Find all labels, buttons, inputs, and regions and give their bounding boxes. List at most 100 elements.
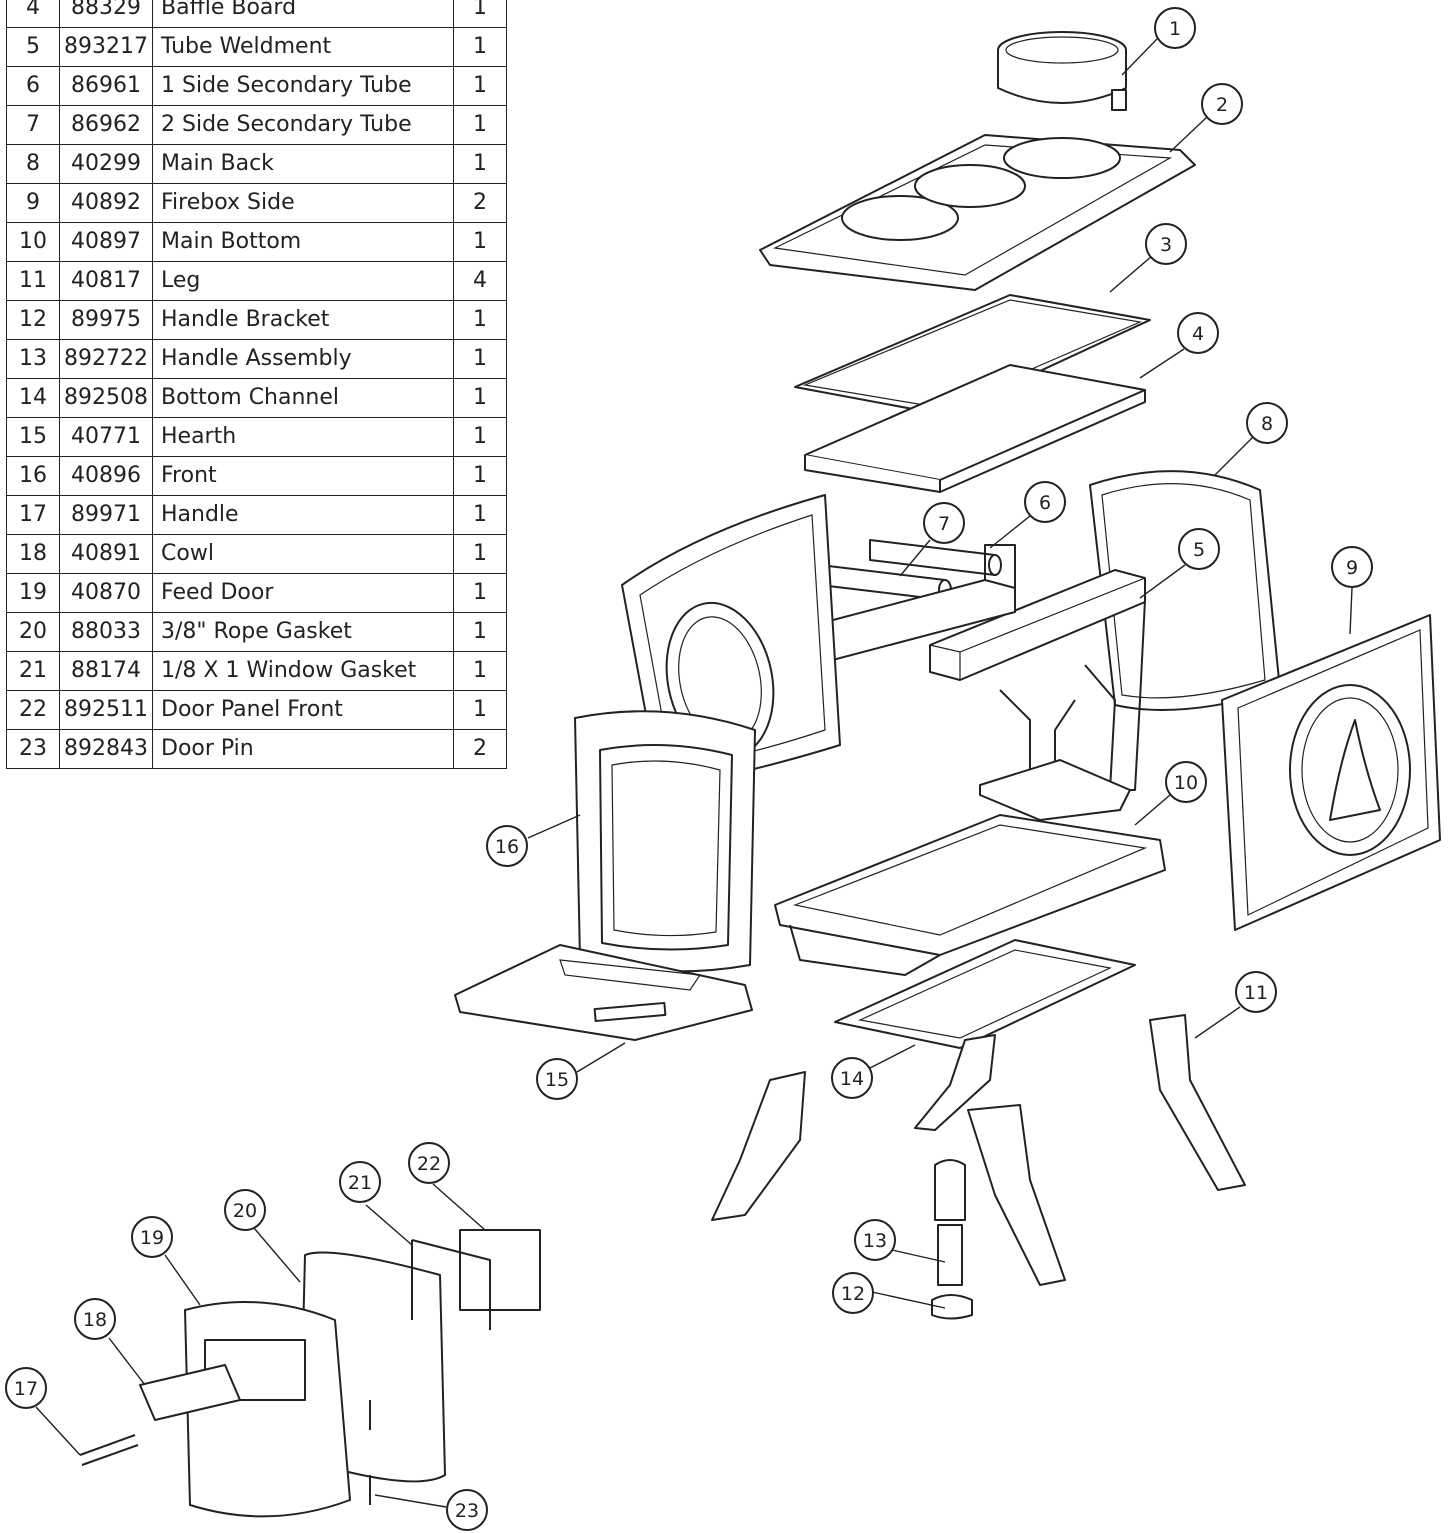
svg-text:12: 12 (841, 1283, 865, 1305)
item-number-cell: 8 (6, 144, 60, 184)
part-number-cell: 892511 (59, 690, 153, 730)
part-main-bottom (774, 814, 1166, 976)
quantity-cell: 1 (453, 573, 507, 613)
svg-text:1: 1 (1169, 18, 1181, 40)
callout-8: 8 (1246, 402, 1288, 444)
quantity-cell: 1 (453, 495, 507, 535)
part-number-cell: 89971 (59, 495, 153, 535)
item-number-cell: 22 (6, 690, 60, 730)
part-number-cell: 40891 (59, 534, 153, 574)
quantity-cell: 1 (453, 66, 507, 106)
part-number-cell: 86962 (59, 105, 153, 145)
quantity-cell: 1 (453, 27, 507, 67)
callout-11: 11 (1235, 971, 1277, 1013)
description-cell: 1 Side Secondary Tube (152, 66, 454, 106)
quantity-cell: 1 (453, 339, 507, 379)
svg-text:17: 17 (14, 1378, 38, 1400)
item-number-cell: 21 (6, 651, 60, 691)
callout-5: 5 (1178, 528, 1220, 570)
part-number-cell: 40771 (59, 417, 153, 457)
part-tube-weldment (929, 569, 1146, 821)
callout-10: 10 (1165, 761, 1207, 803)
part-number-cell: 40892 (59, 183, 153, 223)
part-number-cell: 892843 (59, 729, 153, 769)
part-number-cell: 88329 (59, 0, 153, 28)
description-cell: Hearth (152, 417, 454, 457)
description-cell: Tube Weldment (152, 27, 454, 67)
description-cell: Handle Assembly (152, 339, 454, 379)
item-number-cell: 19 (6, 573, 60, 613)
item-number-cell: 7 (6, 105, 60, 145)
quantity-cell: 4 (453, 261, 507, 301)
svg-text:18: 18 (83, 1309, 107, 1331)
part-number-cell: 89975 (59, 300, 153, 340)
svg-text:23: 23 (455, 1500, 479, 1522)
item-number-cell: 12 (6, 300, 60, 340)
item-number-cell: 18 (6, 534, 60, 574)
item-number-cell: 4 (6, 0, 60, 28)
part-handle-assembly (931, 1159, 973, 1320)
callout-3: 3 (1145, 223, 1187, 265)
callout-21: 21 (339, 1161, 381, 1203)
svg-text:21: 21 (348, 1172, 372, 1194)
quantity-cell: 1 (453, 378, 507, 418)
callout-7: 7 (923, 502, 965, 544)
description-cell: Feed Door (152, 573, 454, 613)
quantity-cell: 1 (453, 300, 507, 340)
part-number-cell: 893217 (59, 27, 153, 67)
quantity-cell: 1 (453, 144, 507, 184)
description-cell: 3/8" Rope Gasket (152, 612, 454, 652)
part-hearth (454, 944, 753, 1041)
callout-leaders (35, 38, 1353, 1508)
item-number-cell: 16 (6, 456, 60, 496)
description-cell: Baffle Board (152, 0, 454, 28)
part-flue-collar (997, 31, 1127, 111)
svg-text:9: 9 (1346, 557, 1358, 579)
description-cell: Main Back (152, 144, 454, 184)
quantity-cell: 1 (453, 0, 507, 28)
svg-text:11: 11 (1244, 982, 1268, 1004)
description-cell: Handle Bracket (152, 300, 454, 340)
callout-13: 13 (854, 1219, 896, 1261)
quantity-cell: 2 (453, 729, 507, 769)
quantity-cell: 1 (453, 690, 507, 730)
callout-15: 15 (536, 1058, 578, 1100)
svg-text:19: 19 (140, 1227, 164, 1249)
callout-17: 17 (5, 1367, 47, 1409)
svg-text:7: 7 (938, 513, 950, 535)
callout-1: 1 (1154, 7, 1196, 49)
callout-20: 20 (224, 1189, 266, 1231)
description-cell: Bottom Channel (152, 378, 454, 418)
quantity-cell: 1 (453, 417, 507, 457)
quantity-cell: 2 (453, 183, 507, 223)
part-door-assembly (79, 1229, 541, 1518)
svg-text:22: 22 (417, 1153, 441, 1175)
svg-text:13: 13 (863, 1230, 887, 1252)
part-legs (711, 1014, 1246, 1286)
part-number-cell: 86961 (59, 66, 153, 106)
item-number-cell: 23 (6, 729, 60, 769)
description-cell: Cowl (152, 534, 454, 574)
callout-6: 6 (1024, 481, 1066, 523)
part-firebox-side (1221, 614, 1441, 931)
description-cell: Firebox Side (152, 183, 454, 223)
part-number-cell: 40896 (59, 456, 153, 496)
callout-22: 22 (408, 1142, 450, 1184)
callout-bubbles: 1 2 3 4 5 6 7 8 9 10 11 12 13 14 15 16 1… (5, 7, 1373, 1531)
item-number-cell: 6 (6, 66, 60, 106)
callout-16: 16 (486, 825, 528, 867)
part-number-cell: 88174 (59, 651, 153, 691)
svg-text:16: 16 (495, 836, 519, 858)
quantity-cell: 1 (453, 651, 507, 691)
